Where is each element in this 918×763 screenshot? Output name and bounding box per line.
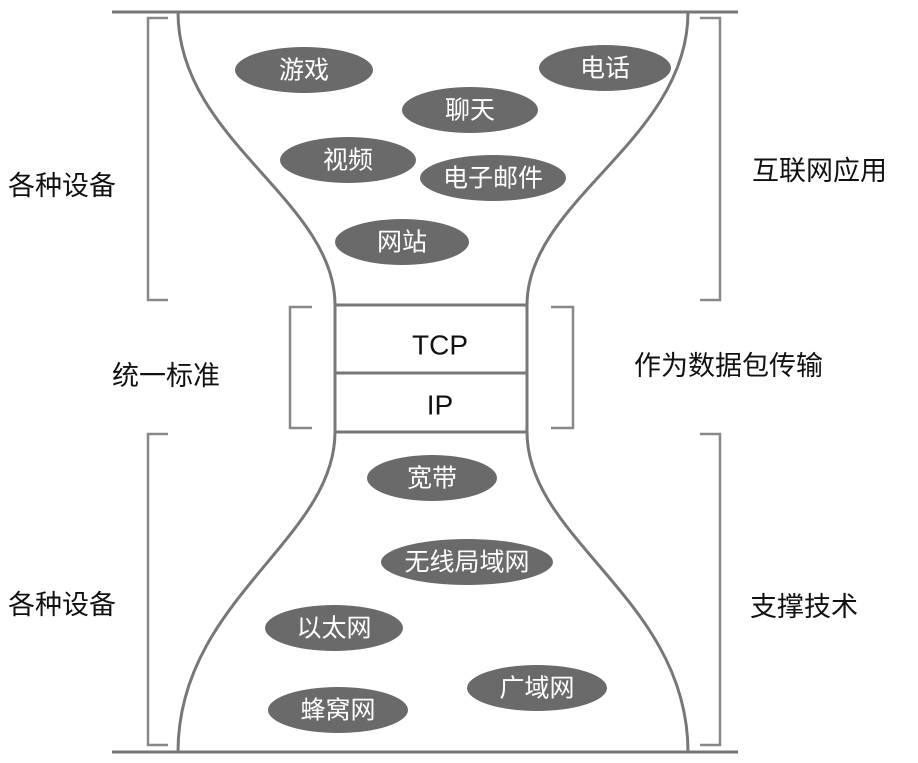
svg-text:无线局域网: 无线局域网	[404, 548, 529, 577]
svg-text:广域网: 广域网	[499, 674, 574, 703]
svg-text:电子邮件: 电子邮件	[443, 164, 543, 193]
hourglass-left-curve	[176, 11, 337, 753]
svg-text:视频: 视频	[323, 146, 373, 175]
ip-label: IP	[427, 390, 453, 421]
svg-text:网站: 网站	[377, 228, 427, 257]
tcp-label: TCP	[412, 330, 468, 361]
bracket-left-bottom	[146, 432, 168, 747]
bubble-ethernet: 以太网	[265, 605, 403, 651]
label-devices-top: 各种设备	[8, 171, 116, 202]
bubble-video: 视频	[280, 137, 416, 183]
svg-text:蜂窝网: 蜂窝网	[300, 696, 375, 725]
bracket-left-top	[146, 16, 168, 302]
bubble-phone: 电话	[539, 45, 671, 91]
bubble-chat: 聊天	[402, 87, 538, 133]
svg-text:游戏: 游戏	[279, 56, 329, 85]
bubble-website: 网站	[335, 219, 469, 265]
bubble-wlan: 无线局域网	[381, 539, 553, 585]
label-packet-transmission: 作为数据包传输	[634, 351, 823, 382]
bracket-right-mid	[551, 305, 575, 430]
svg-text:宽带: 宽带	[407, 464, 457, 493]
technology-bubbles: 宽带 无线局域网 以太网 广域网 蜂窝网	[265, 455, 607, 733]
bracket-right-bottom	[700, 432, 722, 747]
bracket-right-top	[700, 16, 722, 302]
label-supporting-tech: 支撑技术	[750, 592, 858, 623]
bracket-left-mid	[288, 305, 312, 430]
label-internet-apps: 互联网应用	[752, 156, 887, 187]
label-unified-standard: 统一标准	[112, 361, 220, 392]
svg-text:以太网: 以太网	[296, 614, 371, 643]
svg-text:电话: 电话	[580, 54, 630, 83]
svg-text:聊天: 聊天	[445, 96, 495, 125]
application-bubbles: 游戏 电话 聊天 视频 电子邮件 网站	[235, 45, 671, 265]
label-devices-bottom: 各种设备	[8, 590, 116, 621]
bubble-wan: 广域网	[467, 665, 607, 711]
bubble-cellular: 蜂窝网	[268, 687, 408, 733]
hourglass-right-curve	[525, 11, 690, 753]
bubble-email: 电子邮件	[420, 155, 566, 201]
bubble-broadband: 宽带	[367, 455, 497, 501]
bubble-games: 游戏	[235, 47, 373, 93]
